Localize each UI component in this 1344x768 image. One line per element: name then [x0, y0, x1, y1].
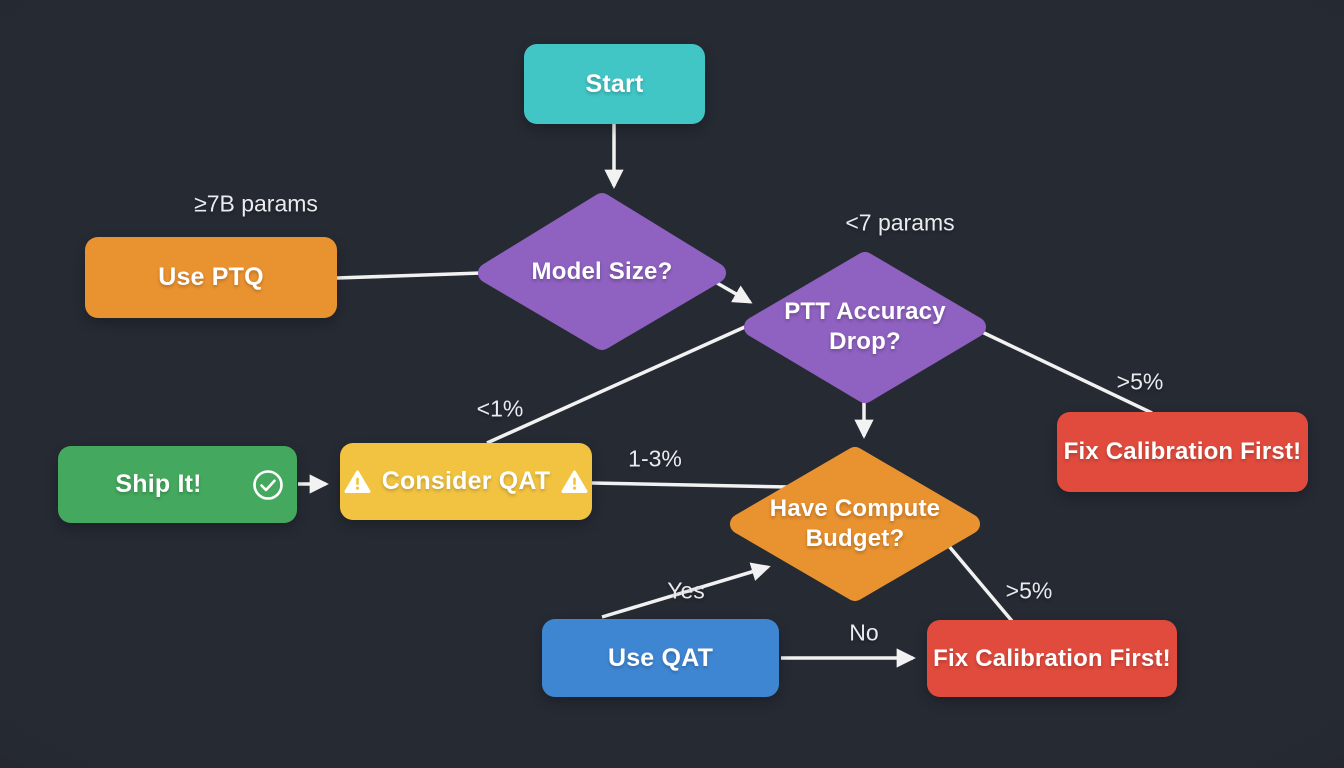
node-fix-calibration-top: Fix Calibration First! [1057, 412, 1308, 492]
edge-ptt-to-fix-calibration-top [981, 330, 1153, 415]
ptt-accuracy-drop-diamond [744, 252, 986, 403]
node-use-ptq-label: Use PTQ [158, 263, 264, 291]
node-fix-calibration-bottom-label: Fix Calibration First! [933, 644, 1171, 672]
edge-use-qat-to-budget [601, 562, 771, 619]
edge-budget-to-fix-calibration-bottom [946, 543, 1014, 623]
edge-label-no: No [849, 619, 879, 646]
edge-model-size-to-ptt [716, 281, 753, 304]
node-use-ptq: Use PTQ [85, 237, 337, 318]
edge-label-lt1: <1% [476, 395, 524, 422]
edge-label-ge7b-params: ≥7B params [194, 190, 318, 217]
node-use-qat: Use QAT [542, 619, 779, 697]
edge-label-1-3pct: 1-3% [628, 445, 682, 472]
node-fix-calibration-bottom: Fix Calibration First! [927, 620, 1177, 697]
node-fix-calibration-top-label: Fix Calibration First! [1063, 438, 1302, 465]
edge-consider-qat-to-budget [591, 481, 789, 489]
node-model-size-label: Model Size? [531, 258, 673, 285]
node-consider-qat: Consider QAT [340, 443, 592, 520]
edge-label-lt7-params: <7 params [845, 209, 955, 236]
node-start: Start [524, 44, 705, 124]
edge-ptt-to-consider-qat [486, 324, 748, 445]
warning-triangle-icon [561, 470, 588, 494]
node-consider-qat-label: Consider QAT [381, 467, 551, 495]
edge-label-gt5-bottom: >5% [1005, 577, 1053, 604]
node-have-compute-budget-label: Have Compute Budget? [769, 495, 941, 552]
node-start-label: Start [585, 69, 644, 98]
node-use-qat-label: Use QAT [607, 643, 714, 672]
model-size-diamond [478, 193, 726, 350]
node-ship-it: Ship It! [58, 446, 297, 523]
edge-label-yes: Yes [667, 577, 705, 604]
node-ptt-accuracy-drop-label: PTT Accuracy Drop? [784, 298, 946, 355]
node-ship-it-label: Ship It! [115, 470, 202, 498]
warning-triangle-icon [344, 470, 371, 494]
edge-label-gt5-top: >5% [1116, 368, 1164, 395]
edge-use-ptq-to-model-size [336, 271, 482, 280]
have-compute-budget-diamond [730, 447, 980, 601]
check-circle-icon [251, 468, 285, 502]
